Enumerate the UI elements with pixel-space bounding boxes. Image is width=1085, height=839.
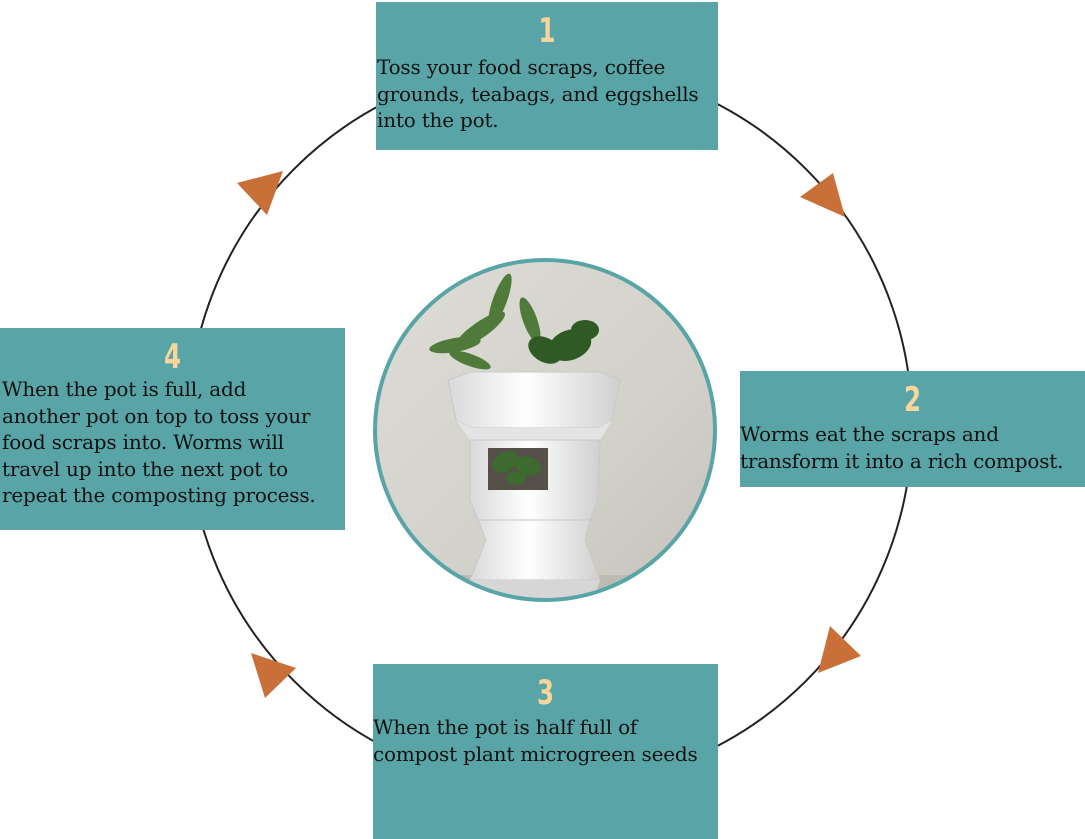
arrow-right-bottom-icon bbox=[818, 626, 861, 673]
step-2-box: 2 Worms eat the scraps and transform it … bbox=[740, 371, 1085, 487]
arrow-left-bottom-icon bbox=[251, 653, 296, 698]
arrow-left-top-icon bbox=[237, 171, 283, 215]
planter-photo-icon bbox=[373, 258, 717, 602]
step-1-text: Toss your food scraps, coffee grounds, t… bbox=[377, 55, 699, 132]
step-2-number: 2 bbox=[903, 380, 922, 420]
step-3-number: 3 bbox=[536, 673, 555, 713]
step-4-text: When the pot is full, add another pot on… bbox=[2, 377, 316, 507]
step-1-box: 1 Toss your food scraps, coffee grounds,… bbox=[376, 2, 718, 150]
step-3-text: When the pot is half full of compost pla… bbox=[373, 715, 698, 766]
step-3-box: 3 When the pot is half full of compost p… bbox=[373, 664, 718, 839]
step-4-number: 4 bbox=[163, 337, 182, 377]
arrow-right-top-icon bbox=[800, 173, 845, 217]
step-2-text: Worms eat the scraps and transform it in… bbox=[740, 422, 1064, 473]
step-1-number: 1 bbox=[538, 11, 556, 51]
step-4-box: 4 When the pot is full, add another pot … bbox=[0, 328, 345, 530]
